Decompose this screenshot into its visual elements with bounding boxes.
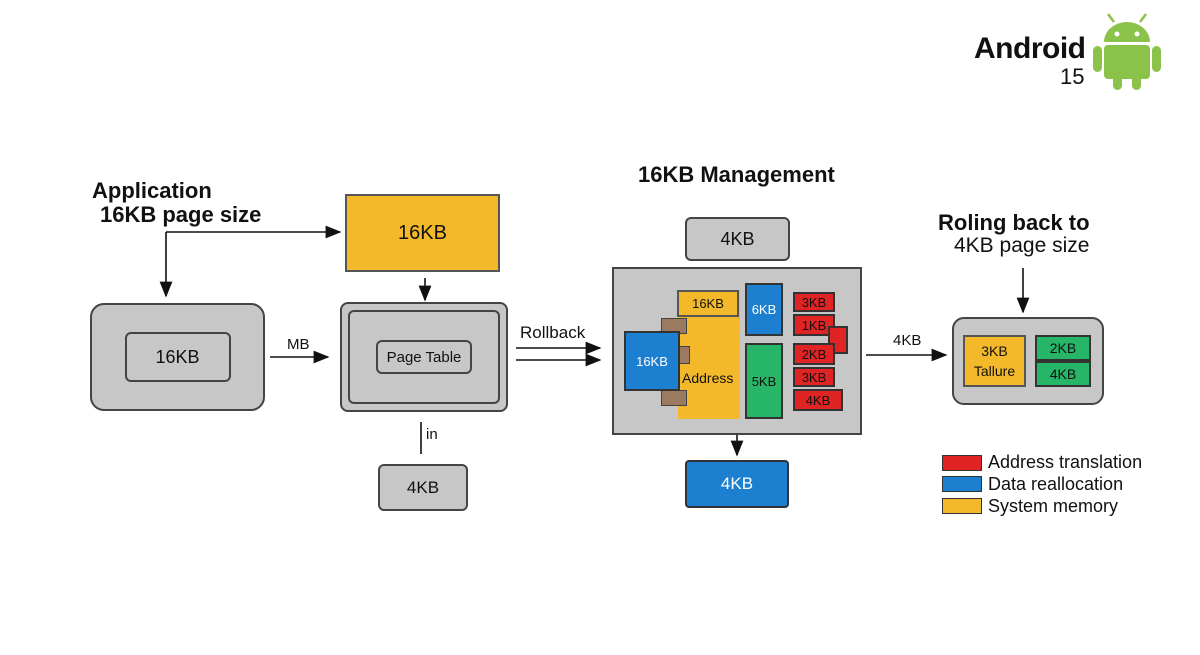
right-heading-line1: Roling back to [938,210,1090,235]
legend-label-system-memory: System memory [988,496,1119,516]
result-green-bottom-label: 4KB [1049,366,1077,382]
center-bottom-4kb-label: 4KB [720,474,754,493]
rollback-label: Rollback [520,323,586,342]
page-table-box: Page Table [376,340,472,374]
application-inner-box: 16KB [124,332,231,382]
left-heading-line2: 16KB page size [100,202,262,227]
cell-red-2kb-label: 2KB [801,346,827,362]
result-yellow-line2: Tallure [973,363,1016,379]
result-yellow-cell: 3KB Tallure [963,335,1026,387]
address-label: Address [682,370,734,386]
application-label: 16KB [155,346,200,367]
top-16kb-box: 16KB [345,194,500,272]
legend-label-data-reallocation: Data reallocation [988,474,1124,494]
left-bottom-4kb-label: 4KB [406,477,440,497]
center-title: 16KB Management [638,162,835,187]
android-robot-icon [1093,13,1161,90]
cell-blue-6kb: 6KB [745,283,783,336]
cell-red-3kb: 3KB [793,292,835,312]
legend-swatch-data-reallocation [942,476,982,492]
page-table-outer: Page Table [340,302,508,412]
page-table-label: Page Table [386,348,462,366]
left-bottom-4kb-box: 4KB [378,464,468,511]
arrow-4kb-label: 4KB [893,332,922,349]
cell-blue-16kb-label: 16KB [636,353,668,369]
cell-red-1kb-label: 1KB [801,317,827,333]
cell-yellow-16kb: 16KB [677,290,739,317]
cell-red-4kb: 4KB [793,389,843,411]
cell-red-4kb-label: 4KB [805,392,831,408]
tab-3 [661,390,687,406]
cell-red-3kb-b-label: 3KB [801,369,827,385]
cell-blue-16kb: 16KB [624,331,680,391]
legend-label-address-translation: Address translation [988,452,1143,472]
center-bottom-4kb-box: 4KB [685,460,789,508]
cell-red-3kb-b: 3KB [793,367,835,387]
legend-swatch-system-memory [942,498,982,514]
cell-red-1kb: 1KB [793,314,835,336]
arrow-in-label: in [426,426,438,443]
cell-red-2kb: 2KB [793,343,835,365]
cell-yellow-16kb-label: 16KB [692,296,724,311]
result-green-bottom: 4KB [1035,361,1091,387]
center-top-4kb-label: 4KB [720,228,755,249]
left-heading-line1: Application [92,178,212,203]
cell-blue-6kb-label: 6KB [751,302,777,317]
application-box: 16KB [90,303,265,411]
brand-name: Android [974,32,1086,65]
legend-swatch-address-translation [942,455,982,471]
cell-green-5kb: 5KB [745,343,783,419]
result-green-top-label: 2KB [1049,340,1077,356]
cell-green-5kb-label: 5KB [751,373,777,389]
brand-version: 15 [1060,64,1085,89]
right-heading-line2: 4KB page size [954,234,1090,257]
arrow-mb-label: MB [287,336,310,353]
page-table-middle: Page Table [348,310,500,404]
center-top-4kb-box: 4KB [685,217,790,261]
result-green-top: 2KB [1035,335,1091,361]
cell-red-3kb-label: 3KB [801,294,827,310]
result-yellow-line1: 3KB [981,343,1008,359]
top-16kb-label: 16KB [398,221,447,244]
